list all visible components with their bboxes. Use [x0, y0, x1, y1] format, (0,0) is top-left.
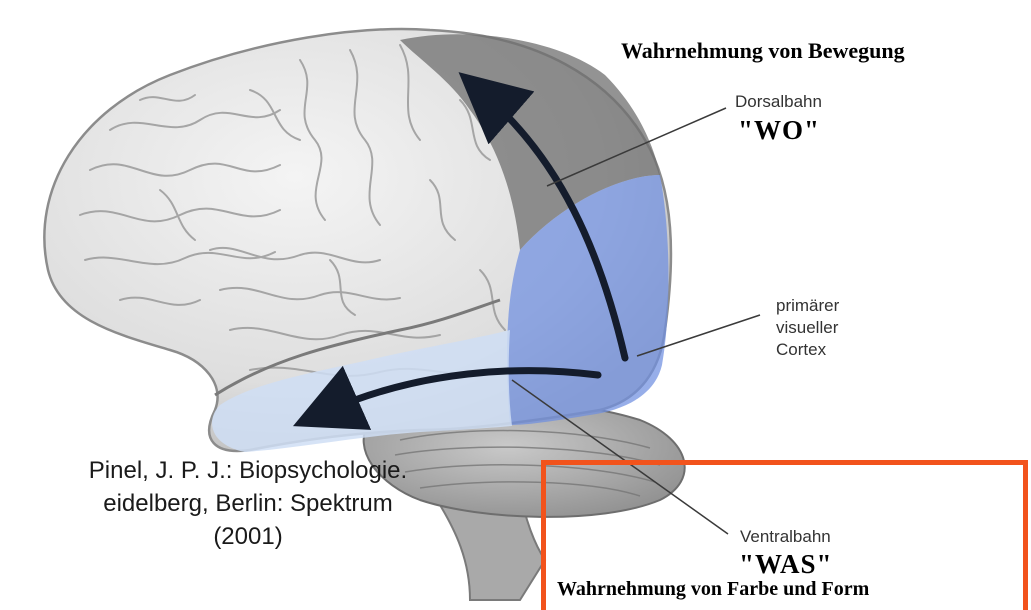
- primary-visual-cortex-label: primärer visueller Cortex: [776, 295, 856, 361]
- v1-label-line-3: Cortex: [776, 339, 856, 361]
- ventral-pathway-label: Ventralbahn: [740, 527, 831, 547]
- citation-line-3: (2001): [0, 520, 518, 553]
- ventral-what-label: "WAS": [739, 549, 833, 580]
- citation: Pinel, J. P. J.: Biopsychologie. eidelbe…: [0, 454, 518, 553]
- citation-line-1: Pinel, J. P. J.: Biopsychologie.: [0, 454, 518, 487]
- v1-label-line-1: primärer: [776, 295, 856, 317]
- citation-line-2: eidelberg, Berlin: Spektrum: [0, 487, 518, 520]
- v1-label-line-2: visueller: [776, 317, 856, 339]
- dorsal-where-label: "WO": [738, 115, 820, 146]
- color-form-perception-title: Wahrnehmung von Farbe und Form: [557, 578, 869, 601]
- motion-perception-title: Wahrnehmung von Bewegung: [621, 38, 905, 64]
- dorsal-pathway-label: Dorsalbahn: [735, 92, 822, 112]
